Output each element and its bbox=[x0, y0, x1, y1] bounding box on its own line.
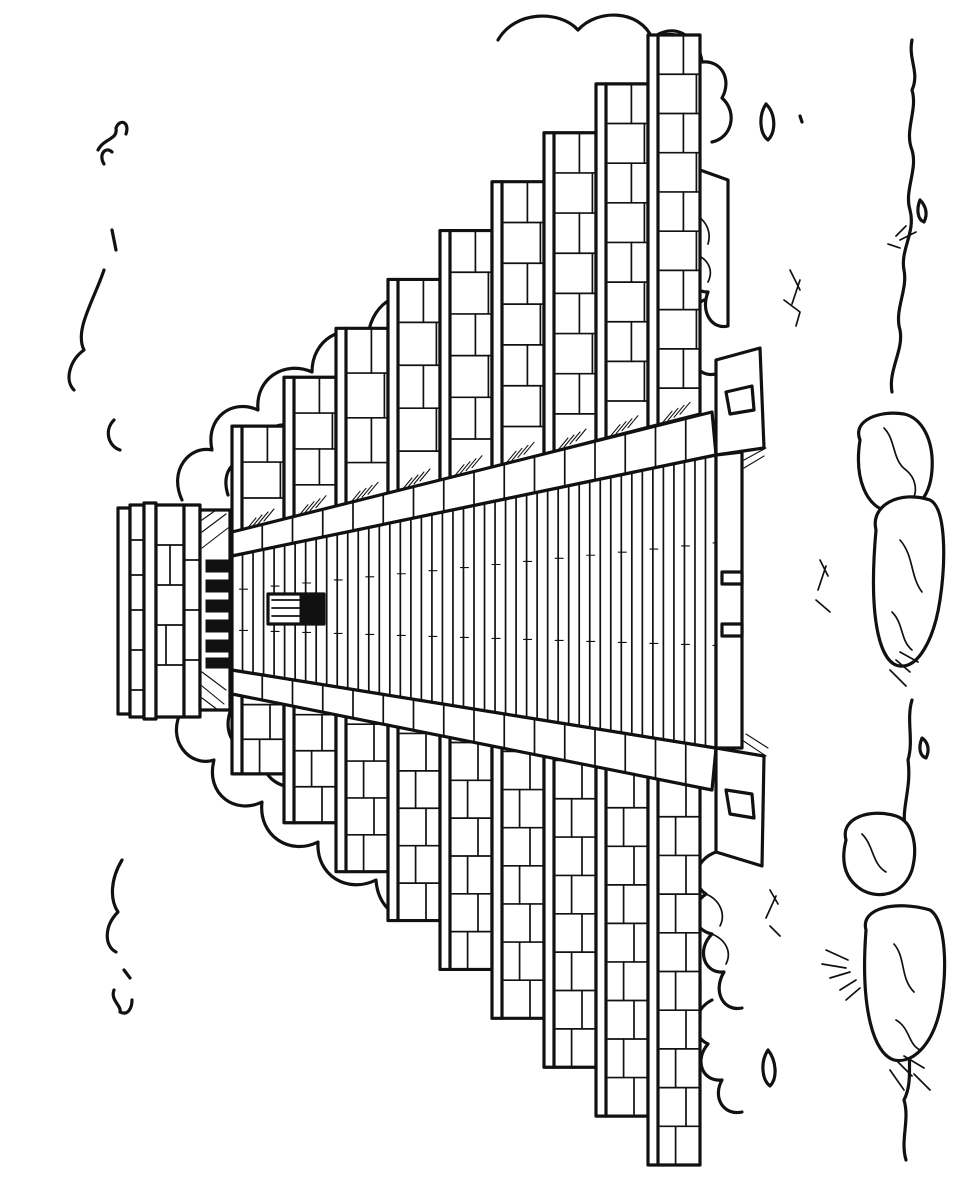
terrace-lower bbox=[490, 711, 546, 1020]
terrace-upper bbox=[646, 33, 702, 429]
terrace-upper bbox=[542, 131, 598, 456]
pyramid-terraces-upper bbox=[230, 33, 702, 536]
central-staircase bbox=[230, 410, 722, 792]
terrace-upper bbox=[594, 82, 650, 443]
terrace-upper bbox=[230, 424, 286, 536]
terrace-lower bbox=[646, 737, 702, 1167]
terrace-lower bbox=[594, 729, 650, 1118]
base-platform bbox=[714, 346, 769, 868]
terrace-upper bbox=[386, 277, 442, 496]
terrace-upper bbox=[490, 180, 546, 469]
terrace-upper bbox=[334, 326, 390, 509]
sky-details bbox=[67, 120, 134, 1015]
summit-temple bbox=[116, 501, 233, 721]
pyramid-terraces-lower bbox=[230, 668, 702, 1167]
terrace-upper bbox=[438, 228, 494, 483]
terrace-lower bbox=[542, 720, 598, 1069]
terrace-upper bbox=[282, 375, 338, 523]
ground-foliage bbox=[759, 38, 930, 1162]
boulders bbox=[821, 411, 947, 1091]
